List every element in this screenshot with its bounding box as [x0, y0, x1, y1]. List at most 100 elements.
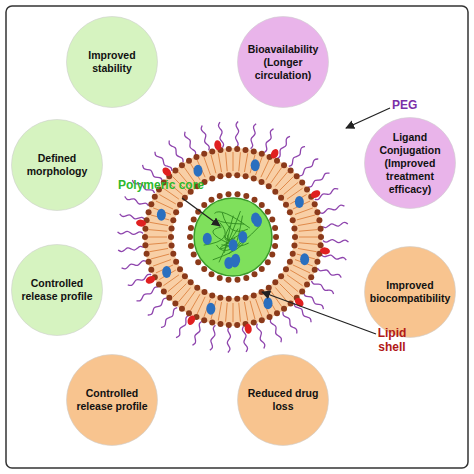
lipid-tail	[298, 222, 317, 225]
lipid-tail	[148, 237, 167, 238]
lipid-head	[226, 172, 232, 178]
lipid-head	[177, 202, 183, 208]
drug-molecule	[203, 233, 212, 245]
ligand	[136, 219, 147, 227]
lipid-head	[273, 234, 279, 240]
drug-molecule	[230, 255, 239, 267]
lipid-head	[193, 154, 199, 160]
peg-chain	[289, 147, 305, 167]
lipid-tail	[239, 303, 241, 322]
lipid-head	[266, 183, 272, 189]
lipid-head	[314, 209, 320, 215]
lipid-head	[201, 266, 207, 272]
leader-arrow	[346, 108, 390, 128]
peg-chain	[122, 261, 147, 269]
lipid-head	[294, 173, 300, 179]
frame-border	[6, 6, 468, 468]
lipid-head	[259, 151, 265, 157]
lipid-head	[278, 195, 284, 201]
lipid-head	[226, 277, 232, 283]
lipid-head	[195, 259, 201, 265]
lipid-head	[217, 193, 223, 199]
lipid-head	[274, 158, 280, 164]
lipid-head	[265, 209, 271, 215]
peg-chain	[137, 287, 159, 301]
lipid-head	[299, 180, 305, 186]
lipid-head	[217, 275, 223, 281]
lipid-head	[144, 251, 150, 257]
lipid-head	[168, 234, 174, 240]
lipid-tail	[191, 294, 201, 310]
polymer-chain	[204, 223, 226, 246]
drug-molecule	[157, 209, 166, 221]
lipid-shell	[144, 148, 322, 326]
lipid-head	[173, 209, 179, 215]
lipid-head	[191, 251, 197, 257]
peg-chain	[304, 293, 324, 309]
peg-chain	[311, 281, 333, 294]
lipid-head	[243, 173, 249, 179]
peg-chain	[120, 214, 145, 220]
ligand	[186, 314, 197, 326]
lipid-head	[201, 202, 207, 208]
lipid-tail	[299, 243, 318, 245]
drug-molecule	[263, 297, 272, 309]
lipid-head	[226, 296, 232, 302]
peg-chain	[201, 126, 209, 151]
lipid-tail	[226, 152, 228, 171]
lipid-head	[177, 266, 183, 272]
lipid-head	[234, 172, 240, 178]
lipid-head	[186, 158, 192, 164]
lipid-head	[226, 322, 232, 328]
lipid-head	[209, 148, 215, 154]
lipid-head	[274, 310, 280, 316]
lipid-head	[312, 267, 318, 273]
lipid-head	[148, 201, 154, 207]
drug-molecule	[238, 231, 247, 243]
lipid-tail	[261, 160, 269, 177]
lipid-tail	[299, 230, 318, 232]
lipid-head	[278, 273, 284, 279]
circle-fill	[365, 118, 456, 209]
drug-molecule	[229, 239, 238, 251]
lipid-head	[265, 259, 271, 265]
lipid-head	[304, 282, 310, 288]
peg-chain	[236, 122, 239, 148]
lipid-tail	[239, 152, 241, 171]
ligand	[161, 166, 173, 178]
lipid-head	[290, 217, 296, 223]
peg-chain	[210, 325, 216, 350]
lipid-head	[288, 167, 294, 173]
lipid-head	[243, 193, 249, 199]
lipid-tail	[293, 265, 310, 273]
lipid-tail	[151, 254, 169, 259]
benefit-text: Improved biocompatibility	[368, 279, 452, 305]
peg-chain	[118, 231, 144, 234]
peg-chain	[118, 246, 143, 251]
lipid-head	[272, 189, 278, 195]
peg-chain	[283, 312, 297, 334]
peg-chain	[264, 129, 273, 153]
lipid-head	[152, 194, 158, 200]
lipid-head	[291, 242, 297, 248]
lipid-head	[166, 295, 172, 301]
peg-chain	[277, 136, 290, 158]
lipid-head	[170, 217, 176, 223]
benefit-text: Ligand Conjugation (Improved treatment e…	[368, 131, 452, 196]
peg-chain	[308, 173, 330, 187]
lipid-head	[170, 251, 176, 257]
leader-arrow	[182, 198, 220, 226]
lipid-tail	[148, 230, 167, 232]
lipid-head	[252, 197, 258, 203]
lipid-head	[188, 243, 194, 249]
lipid-tail	[290, 270, 306, 280]
lipid-tail	[244, 302, 247, 321]
lipid-head	[287, 259, 293, 265]
lipid-head	[209, 197, 215, 203]
drug-molecule	[295, 196, 304, 208]
lipid-tail	[218, 153, 221, 172]
lipid-tail	[204, 157, 210, 175]
lipid-head	[316, 217, 322, 223]
benefit-text: Improved stability	[70, 49, 154, 75]
circle-fill	[238, 355, 329, 446]
